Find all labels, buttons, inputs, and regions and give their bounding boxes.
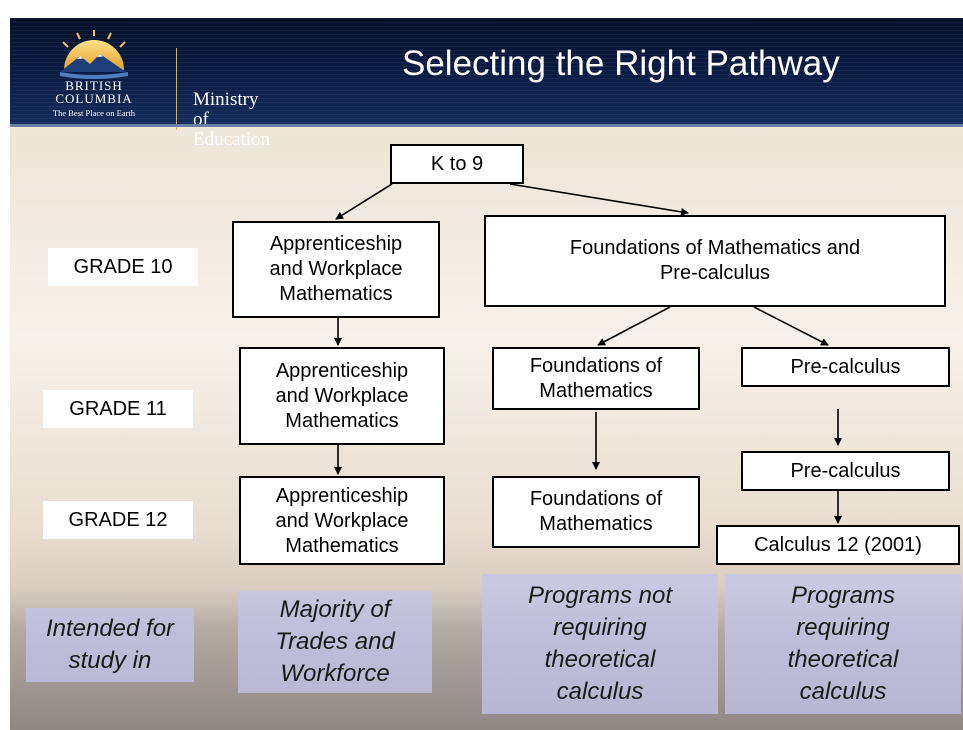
foundations-of-mathematics-12-box: Foundations of Mathematics bbox=[492, 476, 700, 548]
calculus-12-box: Calculus 12 (2001) bbox=[716, 525, 960, 565]
logo-text-british: BRITISH bbox=[65, 78, 123, 93]
k-to-9-box: K to 9 bbox=[390, 144, 524, 184]
grade-11-label: GRADE 11 bbox=[43, 390, 193, 428]
apprenticeship-workplace-12-box: Apprenticeship and Workplace Mathematics bbox=[239, 476, 445, 565]
arrow-k9-to-aw10 bbox=[335, 183, 393, 220]
logo-tagline: The Best Place on Earth bbox=[52, 108, 136, 118]
grade-12-label: GRADE 12 bbox=[43, 501, 193, 539]
arrow-fpc10-to-fom11 bbox=[597, 306, 671, 346]
header-banner: BRITISH COLUMBIA The Best Place on Earth… bbox=[10, 18, 963, 150]
logo-text-columbia: COLUMBIA bbox=[55, 91, 133, 106]
logo-divider bbox=[176, 48, 177, 130]
apprenticeship-workplace-10-box: Apprenticeship and Workplace Mathematics bbox=[232, 221, 440, 318]
calculus-panel: Programs requiring theoretical calculus bbox=[725, 574, 961, 714]
intended-for-panel: Intended for study in bbox=[26, 608, 194, 682]
header-stripes bbox=[10, 18, 963, 126]
header-divider bbox=[10, 124, 963, 127]
precalculus-12-box: Pre-calculus bbox=[741, 451, 950, 491]
grade-10-label: GRADE 10 bbox=[48, 248, 198, 286]
arrow-k9-to-fpc10 bbox=[509, 183, 689, 216]
foundations-precalculus-10-box: Foundations of Mathematics and Pre-calcu… bbox=[484, 215, 946, 307]
trades-workforce-panel: Majority of Trades and Workforce bbox=[238, 591, 432, 693]
arrow-fpc10-to-pc11 bbox=[753, 306, 829, 346]
apprenticeship-workplace-11-box: Apprenticeship and Workplace Mathematics bbox=[239, 347, 445, 445]
bc-logo: BRITISH COLUMBIA The Best Place on Earth… bbox=[30, 30, 270, 150]
slide: BRITISH COLUMBIA The Best Place on Earth… bbox=[10, 18, 963, 730]
no-calculus-panel: Programs not requiring theoretical calcu… bbox=[482, 574, 718, 714]
precalculus-11-box: Pre-calculus bbox=[741, 347, 950, 387]
sun-mountain-icon bbox=[60, 30, 128, 79]
page-title: Selecting the Right Pathway bbox=[402, 44, 840, 83]
foundations-of-mathematics-11-box: Foundations of Mathematics bbox=[492, 347, 700, 410]
ministry-label: Ministry of Education bbox=[193, 89, 271, 150]
